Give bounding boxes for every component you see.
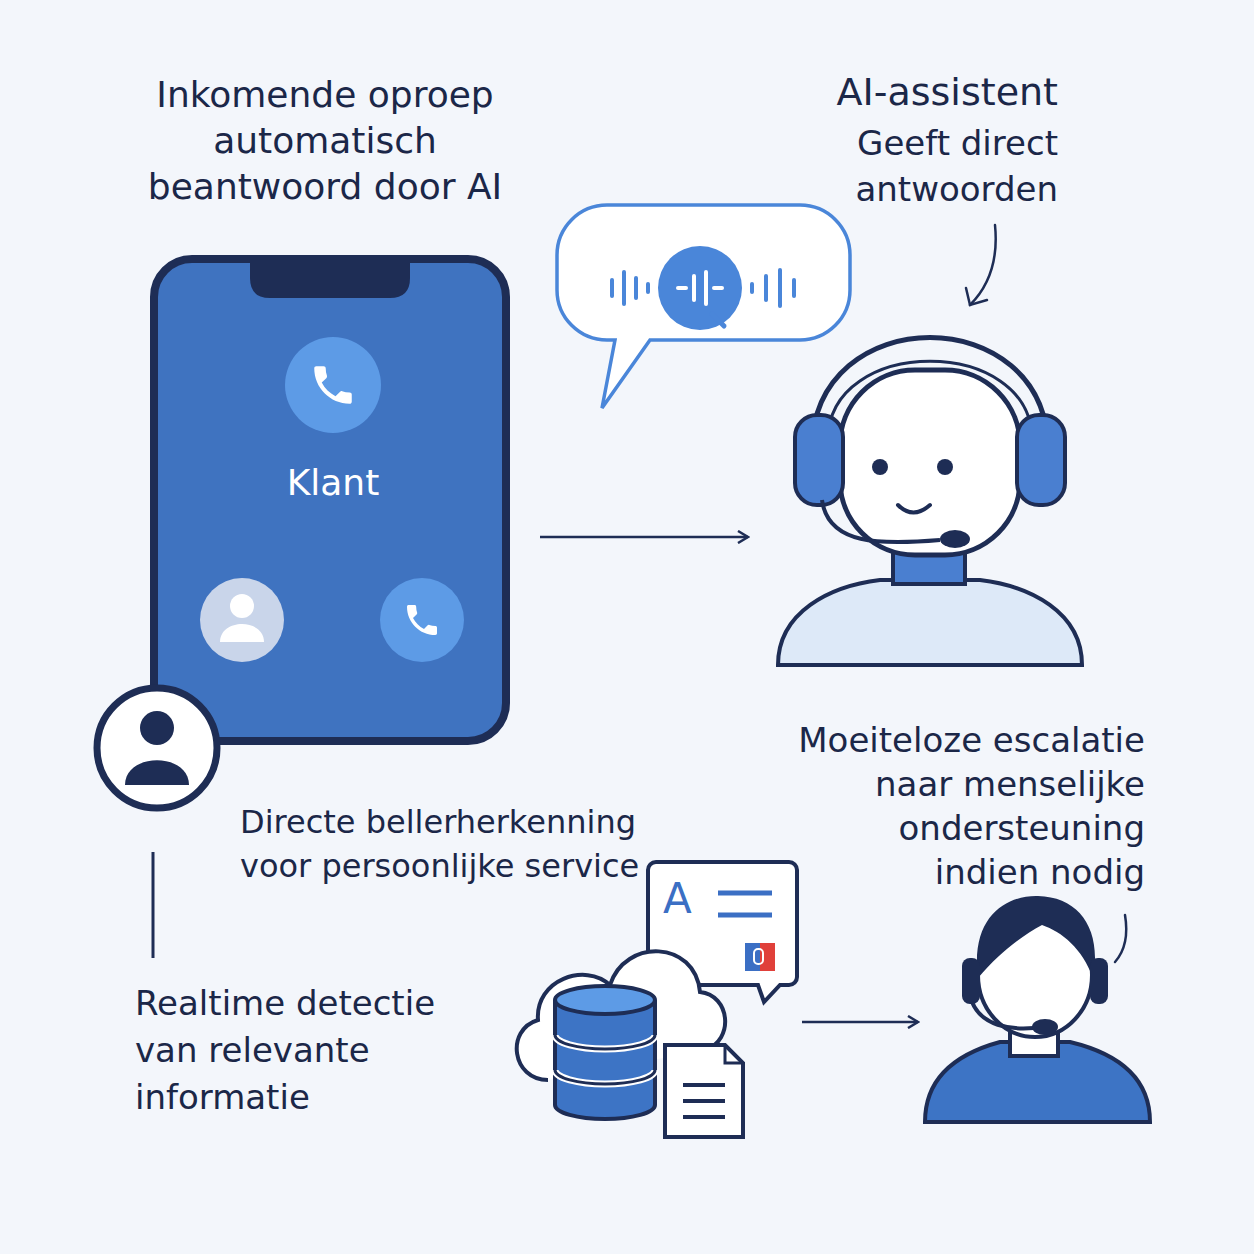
wave-bar	[778, 270, 782, 306]
wave-bar	[714, 286, 722, 290]
database-band	[555, 1070, 655, 1084]
wave-bar	[704, 272, 708, 304]
badge-mic	[754, 949, 763, 964]
call-icon	[285, 337, 381, 433]
earcup	[1090, 958, 1108, 1004]
document-line	[683, 1115, 725, 1119]
robot-body	[778, 580, 1082, 665]
earcup	[1017, 415, 1065, 505]
flow-arrow	[540, 536, 748, 539]
database-body	[555, 1000, 655, 1119]
leader-arrow	[966, 225, 996, 305]
assistant-node: AI-assistentGeeft direct antwoorden	[760, 320, 1090, 670]
escalation-text: Moeiteloze escalatie naar menselijke ond…	[788, 718, 1145, 894]
voice-circle	[658, 246, 742, 330]
card-glyph: A	[663, 874, 713, 924]
heading-text: Inkomende oproep automatisch beantwoord …	[125, 72, 525, 210]
document-line	[683, 1099, 725, 1103]
person-body	[220, 624, 264, 642]
wave-bar	[646, 284, 650, 292]
robot-head	[840, 370, 1020, 555]
flow-arrow	[802, 1021, 918, 1024]
human-hair	[977, 896, 1095, 978]
bubble-outline	[557, 205, 850, 408]
badge-blue	[745, 943, 760, 971]
database-top	[555, 986, 655, 1014]
human-figure	[925, 896, 1150, 1122]
person-body	[125, 760, 189, 785]
wave-bar	[750, 284, 754, 292]
phone-node: Inkomende oproep automatisch beantwoord …	[150, 255, 510, 745]
wave-bar	[678, 286, 686, 290]
data-illustration	[517, 862, 797, 1137]
callout-text: Directe bellerherkenning voor persoonlij…	[240, 800, 670, 888]
assistant-title: AI-assistent	[758, 68, 1058, 116]
wave-bar	[764, 276, 768, 300]
document	[665, 1045, 743, 1137]
data-node: A	[500, 860, 800, 1150]
leader-line	[1115, 915, 1126, 962]
caller-avatar	[97, 688, 217, 808]
microphone	[940, 530, 970, 548]
card-line	[718, 913, 772, 918]
earcup	[795, 415, 843, 505]
person-head	[140, 711, 174, 745]
handset-symbol	[407, 605, 437, 635]
wave-bar	[792, 280, 796, 296]
robot-eye	[937, 459, 953, 475]
handset-symbol	[314, 366, 352, 404]
contact-icon	[200, 578, 284, 662]
robot-figure	[778, 338, 1082, 666]
mic-boom	[822, 500, 940, 542]
robot-eye	[872, 459, 888, 475]
agent-node: Moeiteloze escalatie naar menselijke ond…	[925, 895, 1155, 1125]
headband-inner	[828, 361, 1032, 440]
leader-line	[152, 852, 155, 958]
waveform-bars	[612, 270, 794, 306]
leader-head	[966, 288, 987, 305]
call-icon	[380, 578, 464, 662]
database-band	[555, 1035, 655, 1049]
callout-text: Realtime detectie van relevante informat…	[135, 980, 475, 1121]
assistant-body: Geeft direct antwoorden	[798, 120, 1058, 212]
robot-smile	[898, 505, 930, 513]
person-head	[230, 594, 254, 618]
caller-name: Klant	[158, 461, 508, 505]
speech-bubble	[557, 205, 850, 408]
document-fold	[725, 1045, 743, 1063]
headband	[812, 338, 1048, 451]
card-line	[718, 891, 772, 896]
database-band	[555, 1035, 655, 1049]
phone-notch	[250, 259, 410, 298]
microphone	[1032, 1019, 1058, 1035]
voice-glyph	[678, 272, 722, 304]
wave-bar	[610, 280, 614, 296]
voice-tail	[712, 314, 724, 326]
document-line	[683, 1083, 725, 1087]
leader-line	[970, 225, 996, 305]
wave-bar	[622, 272, 626, 304]
mic-boom	[972, 1002, 1034, 1028]
earcup	[962, 958, 980, 1004]
wave-bar	[634, 278, 638, 298]
database-band	[555, 1070, 655, 1084]
wave-bar	[692, 276, 696, 300]
